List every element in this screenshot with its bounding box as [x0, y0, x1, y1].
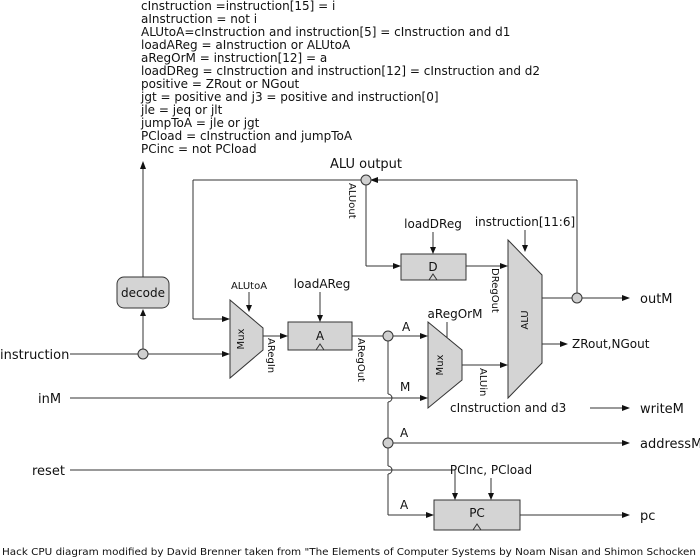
alu-block: ALU [507, 238, 543, 400]
arrow-head [393, 263, 401, 269]
instruction-bits-label: instruction[11:6] [475, 215, 575, 229]
arrow-head [140, 309, 146, 316]
d-register-label: D [428, 260, 437, 274]
arrow-head [420, 395, 428, 401]
mux-alu-label: Mux [435, 354, 446, 375]
zr-ng-label: ZRout,NGout [572, 337, 650, 351]
output-labels: outM writeM addressM pc [640, 292, 700, 524]
a-reg-out-label: ARegOut [355, 338, 366, 382]
d-reg-out-label: DRegOut [489, 268, 500, 313]
arrow-head [140, 161, 146, 169]
decode-line: PCinc = not PCload [141, 142, 257, 156]
a-reg-node [382, 330, 394, 342]
a-reg-or-m-label: aRegOrM [428, 307, 483, 321]
decode-line: jgt = positive and j3 = positive and ins… [140, 90, 439, 104]
decode-line: loadDReg = cInstruction and instruction[… [141, 64, 540, 78]
alu-out-label: ALUout [346, 183, 357, 219]
load-a-reg-label: loadAReg [294, 277, 351, 291]
alu-to-a-label: ALUtoA [231, 281, 267, 292]
clock-icon [472, 523, 482, 531]
d-register-block: D [400, 253, 467, 281]
reset-input-label: reset [32, 464, 65, 479]
arrow-head [317, 315, 323, 322]
address-node [382, 437, 394, 449]
a-reg-in-label: ARegIn [265, 338, 276, 373]
arrow-head [246, 305, 252, 312]
decode-line: loadAReg = aInstruction or ALUtoA [141, 38, 351, 52]
decode-line: cInstruction =instruction[15] = i [141, 0, 335, 13]
a-label: A [400, 498, 409, 512]
clock-icon [315, 343, 325, 351]
arrow-head [500, 362, 508, 368]
pc-block: PC [433, 499, 521, 531]
decode-line: jle = jeq or jlt [140, 103, 223, 117]
arrow-head [430, 247, 436, 254]
arrow-head [426, 512, 434, 518]
alu-label: ALU [520, 310, 531, 329]
arrow-head [622, 295, 630, 301]
mux-alu-block: Mux [427, 320, 463, 410]
decode-line: aRegOrM = instruction[12] = a [141, 51, 327, 65]
arrow-head [622, 512, 630, 518]
caption: Hack CPU diagram modified by David Brenn… [2, 547, 696, 558]
out-m-node [571, 292, 583, 304]
alu-output-label: ALU output [330, 157, 402, 172]
mux-a-label: Mux [236, 328, 247, 349]
arrow-head [280, 333, 288, 339]
arrow-head [452, 493, 458, 500]
instruction-input-label: instruction [0, 348, 69, 363]
m-label: M [400, 380, 410, 394]
mux-a-block: Mux [229, 298, 264, 380]
wire-crossover [387, 393, 393, 403]
alu-output-node [360, 174, 372, 186]
arrow-head [420, 333, 428, 339]
a-label: A [402, 320, 411, 334]
junction-nodes [137, 174, 583, 449]
instruction-node [137, 348, 149, 360]
load-d-reg-label: loadDReg [404, 217, 462, 231]
decode-line: PCload = cInstruction and jumpToA [141, 129, 353, 143]
pc-controls-label: PCInc, PCload [450, 463, 532, 477]
arrow-head [622, 440, 630, 446]
a-label: A [400, 426, 409, 440]
signal-labels: ALU output ALUout loadDReg instruction[1… [231, 157, 650, 512]
decode-line: ALUtoA=cInstruction and instruction[5] =… [141, 25, 510, 39]
a-register-label: A [316, 329, 325, 343]
arrow-head [560, 341, 568, 347]
decode-logic-list: cInstruction =instruction[15] = i aInstr… [140, 0, 540, 156]
arrow-head [222, 351, 230, 357]
arrow-head [488, 493, 494, 500]
arrow-head [500, 263, 508, 269]
pc-label: PC [469, 506, 485, 520]
c-and-d3-label: cInstruction and d3 [450, 401, 566, 415]
decode-block: decode [116, 276, 170, 309]
decode-label: decode [121, 286, 165, 300]
write-m-output-label: writeM [640, 402, 684, 417]
a-register-block: A [287, 321, 353, 351]
arrow-head [370, 177, 378, 183]
out-m-output-label: outM [640, 292, 673, 307]
clock-icon [428, 273, 438, 281]
address-m-output-label: addressM [640, 437, 700, 452]
decode-line: positive = ZRout or NGout [141, 77, 300, 91]
decode-line: aInstruction = not i [141, 12, 257, 26]
arrow-head [622, 405, 630, 411]
input-labels: instruction inM reset [0, 348, 69, 479]
alu-in-label: ALUin [477, 368, 488, 396]
decode-line: jumpToA = jle or jgt [140, 116, 260, 130]
arrow-head [522, 245, 528, 252]
arrow-head [222, 316, 230, 322]
pc-output-label: pc [640, 509, 655, 524]
wires [70, 161, 630, 518]
in-m-input-label: inM [38, 392, 61, 407]
